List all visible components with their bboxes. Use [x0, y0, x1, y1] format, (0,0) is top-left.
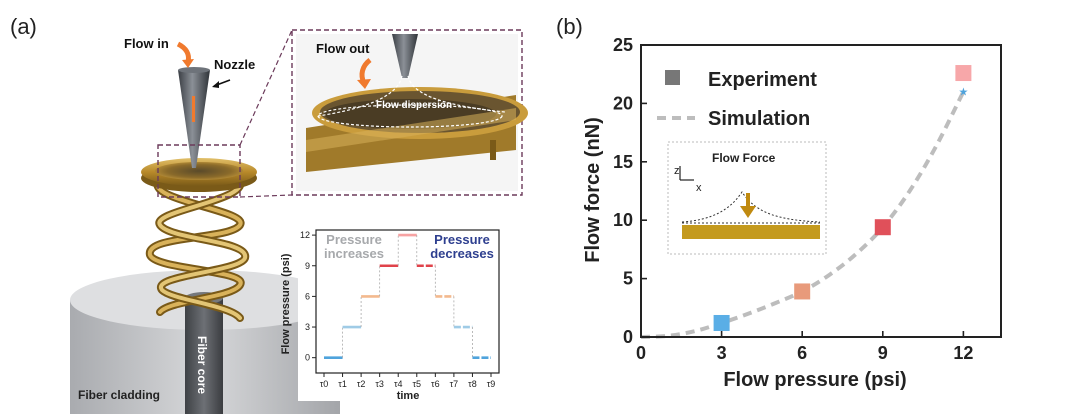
legend-simulation-label: Simulation: [708, 108, 810, 130]
flow-in-arrow: [176, 41, 191, 63]
pressure-step-chart: 0 3 6 9 12 τ0 τ1 τ2 τ3 τ4 τ5 τ6 τ7 τ8 τ9 Flow pressure…: [280, 215, 506, 402]
helix-spring: [146, 174, 249, 322]
inset-axis-x: x: [696, 182, 702, 194]
inset-axis-z: z: [674, 165, 680, 177]
fiber-core-label: Fiber core: [195, 336, 209, 394]
force-ytick-label: 10: [613, 210, 633, 230]
nozzle-label: Nozzle: [214, 57, 255, 72]
flow-force-inset: [667, 141, 827, 255]
gold-disc: [141, 158, 257, 192]
step-xtick-label: τ2: [357, 379, 366, 389]
annotation-decrease-line2: decreases: [430, 246, 494, 261]
annotation-decrease-line1: Pressure: [434, 232, 490, 247]
panel-a-label: (a): [10, 14, 37, 39]
experiment-point: [955, 65, 972, 82]
force-xtick-label: 9: [878, 343, 888, 363]
step-xtick-label: τ8: [468, 379, 477, 389]
inset-title: Flow Force: [712, 151, 776, 165]
nozzle: [178, 67, 210, 168]
step-ytick-label: 9: [305, 261, 310, 271]
force-ytick-label: 20: [613, 93, 633, 113]
step-xtick-label: τ4: [394, 379, 403, 389]
force-xtick-label: 3: [717, 343, 727, 363]
step-xtick-label: τ9: [487, 379, 496, 389]
force-legend: Experiment Simulation: [657, 69, 817, 130]
step-xtick-label: τ3: [375, 379, 384, 389]
flow-out-label: Flow out: [316, 41, 370, 56]
force-ytick-label: 25: [613, 35, 633, 55]
experiment-point: [794, 283, 811, 300]
fiber-cladding-label: Fiber cladding: [78, 388, 160, 402]
force-ytick-label: 15: [613, 152, 633, 172]
experiment-point: [713, 314, 730, 331]
force-xtick-label: 6: [797, 343, 807, 363]
step-xtick-label: τ6: [431, 379, 440, 389]
step-ytick-label: 6: [305, 291, 310, 301]
panel-b-label: (b): [556, 14, 583, 39]
force-xtick-label: 0: [636, 343, 646, 363]
legend-experiment-marker: [665, 70, 680, 85]
simulation-point: ★: [958, 87, 968, 99]
step-xlabel: time: [397, 390, 420, 402]
step-plot-frame: [315, 229, 500, 374]
force-xlabel: Flow pressure (psi): [723, 369, 906, 391]
force-plot-frame: [640, 44, 1002, 338]
experiment-point: [874, 219, 891, 236]
step-xtick-label: τ7: [450, 379, 459, 389]
force-ylabel: Flow force (nN): [582, 117, 604, 263]
step-ytick-label: 0: [305, 353, 310, 363]
force-ytick-label: 5: [623, 269, 633, 289]
step-xtick-label: τ1: [338, 379, 347, 389]
step-xtick-label: τ0: [320, 379, 329, 389]
annotation-increase-line2: increases: [324, 246, 384, 261]
flow-dispersion-label: Flow dispersion: [376, 100, 452, 111]
step-ytick-label: 3: [305, 322, 310, 332]
flow-arrow-inside: [192, 96, 195, 122]
step-ylabel: Flow pressure (psi): [280, 253, 292, 354]
force-xtick-label: 12: [953, 343, 973, 363]
annotation-increase-line1: Pressure: [326, 232, 382, 247]
force-ytick-label: 0: [623, 327, 633, 347]
step-ytick-label: 12: [300, 230, 310, 240]
step-xtick-label: τ5: [412, 379, 421, 389]
fiber-core: [185, 292, 223, 414]
zoom-source-frame: [157, 144, 241, 198]
legend-experiment-label: Experiment: [708, 69, 817, 91]
flow-in-label: Flow in: [124, 36, 169, 51]
zoom-inset: [291, 29, 528, 196]
